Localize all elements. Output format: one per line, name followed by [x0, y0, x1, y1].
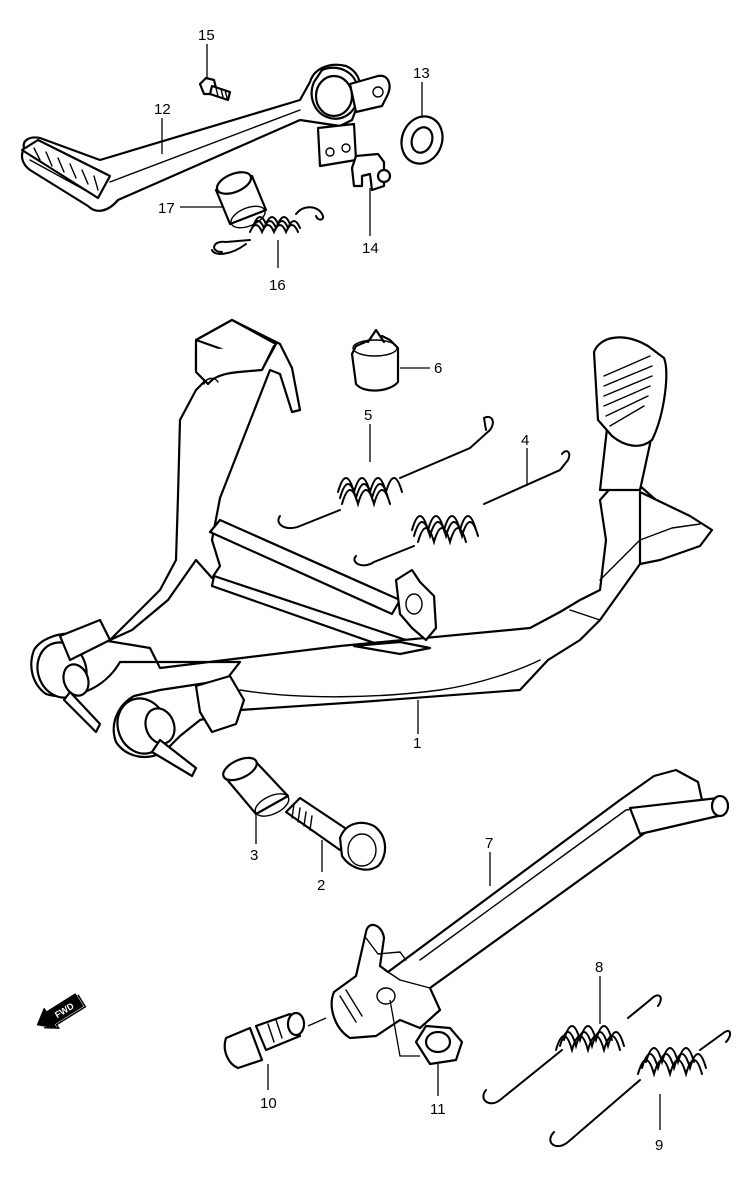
callout-11: 11 — [430, 1101, 446, 1118]
callout-2: 2 — [317, 877, 325, 894]
bolt-10 — [223, 1011, 306, 1070]
spring-9 — [549, 1030, 732, 1148]
callout-15: 15 — [198, 27, 215, 44]
callout-10: 10 — [260, 1095, 277, 1112]
clip-14 — [350, 152, 392, 192]
callout-12: 12 — [154, 101, 171, 118]
callout-6: 6 — [434, 360, 442, 377]
fwd-arrow-icon: FWD — [36, 993, 87, 1029]
bolt-15 — [198, 76, 232, 102]
callout-9: 9 — [655, 1137, 663, 1154]
spring-16 — [211, 206, 325, 255]
callout-5: 5 — [364, 407, 372, 424]
center-stand — [30, 318, 714, 778]
nut-11 — [414, 1024, 464, 1066]
callout-17: 17 — [158, 200, 175, 217]
callout-7: 7 — [485, 835, 493, 852]
leader-lines — [161, 44, 661, 1130]
callout-4: 4 — [521, 432, 529, 449]
callout-16: 16 — [269, 277, 286, 294]
washer-13 — [400, 115, 444, 165]
spring-8 — [482, 994, 662, 1105]
callout-labels: 15 12 13 14 17 16 6 5 4 1 3 2 7 8 9 10 1… — [154, 27, 663, 1154]
spring-4 — [353, 450, 571, 567]
side-stand — [330, 768, 730, 1040]
footpeg-rubber — [20, 138, 112, 200]
callout-13: 13 — [413, 65, 430, 82]
stopper-6 — [350, 328, 400, 392]
callout-3: 3 — [250, 847, 258, 864]
callout-1: 1 — [413, 735, 421, 752]
callout-14: 14 — [362, 240, 379, 257]
gear-shift-lever — [20, 63, 391, 212]
callout-8: 8 — [595, 959, 603, 976]
bushing-3 — [222, 756, 290, 817]
spring-5 — [277, 416, 494, 530]
bushing-17 — [214, 171, 268, 229]
pivot-bolt-2 — [284, 796, 387, 871]
